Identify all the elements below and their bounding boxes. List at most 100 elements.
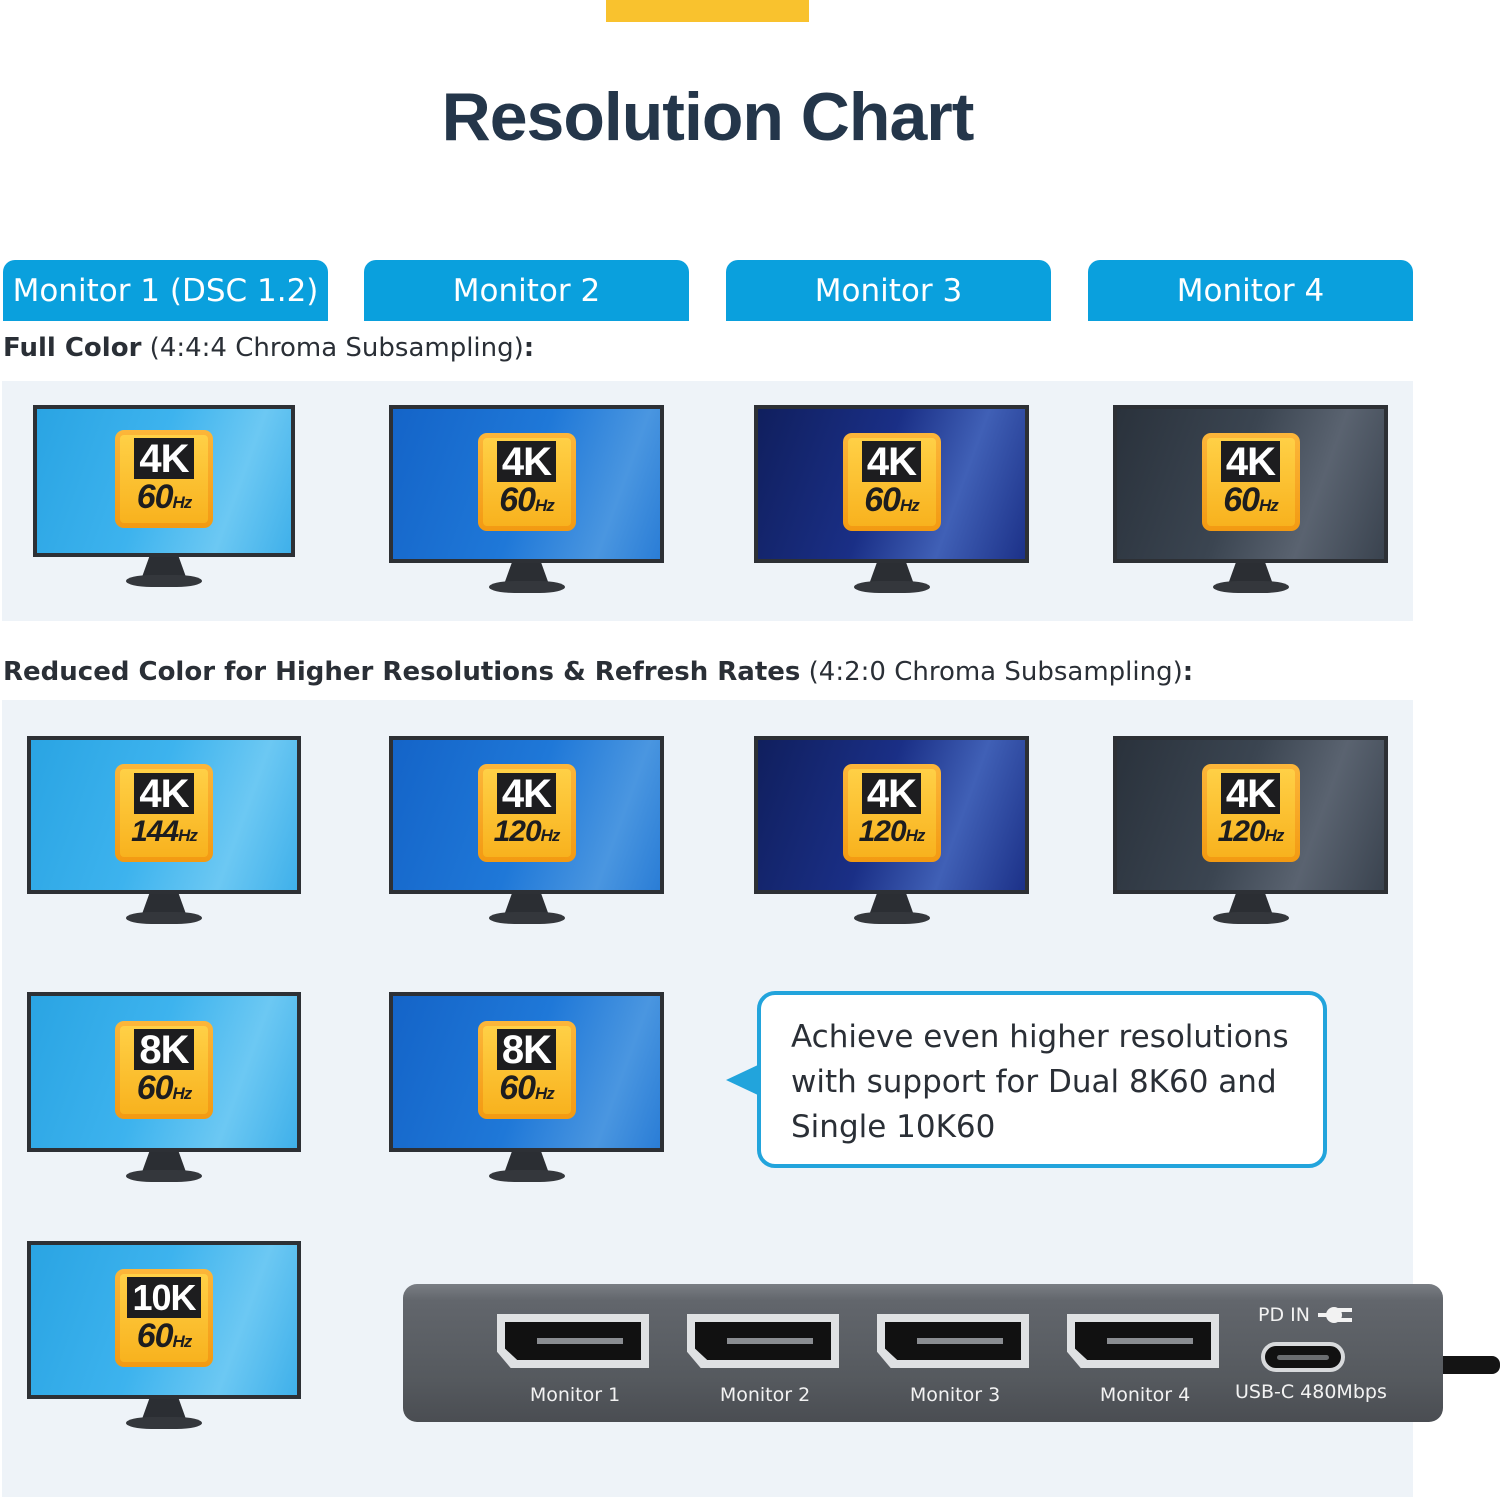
resolution-text: 8K <box>134 1028 194 1070</box>
resolution-text: 4K <box>496 440 557 482</box>
refresh-rate-value: 60 <box>499 480 536 519</box>
reduced-color-label-rest: (4:2:0 Chroma Subsampling) <box>800 657 1183 687</box>
refresh-rate-unit: Hz <box>905 825 926 845</box>
refresh-rate-value: 120 <box>858 814 907 848</box>
full-color-label: Full Color (4:4:4 Chroma Subsampling): <box>3 333 534 363</box>
monitor-stand-base <box>126 1417 202 1429</box>
displayport-port-2 <box>687 1314 839 1368</box>
monitor-stand-base <box>488 1170 565 1182</box>
refresh-rate-text: 60Hz <box>137 1070 193 1112</box>
refresh-rate-text: 60Hz <box>864 480 920 524</box>
tab-monitor-2: Monitor 2 <box>364 260 689 321</box>
resolution-text: 4K <box>134 437 194 479</box>
refresh-rate-unit: Hz <box>1264 825 1285 845</box>
usb-c-port <box>1261 1342 1345 1372</box>
usb-cable <box>1440 1356 1500 1374</box>
power-plug-icon <box>1318 1307 1352 1323</box>
monitor-screen <box>1113 736 1388 894</box>
port-label-monitor-2: Monitor 2 <box>719 1384 811 1406</box>
monitor-stand-neck <box>504 561 549 583</box>
monitor-stand-neck <box>869 561 914 583</box>
displayport-port-3 <box>877 1314 1029 1368</box>
refresh-rate-value: 60 <box>499 1068 536 1107</box>
refresh-rate-value: 144 <box>131 814 179 848</box>
refresh-rate-unit: Hz <box>535 1083 555 1103</box>
resolution-text: 4K <box>861 440 922 482</box>
refresh-rate-text: 60Hz <box>499 480 555 524</box>
refresh-rate-unit: Hz <box>900 495 920 515</box>
refresh-rate-value: 60 <box>864 480 901 519</box>
callout-box: Achieve even higher resolutions with sup… <box>757 991 1327 1168</box>
refresh-rate-unit: Hz <box>172 1331 193 1351</box>
refresh-rate-value: 120 <box>493 814 542 848</box>
monitor-stand-neck <box>1228 892 1273 914</box>
refresh-rate-text: 120Hz <box>493 814 561 854</box>
refresh-rate-text: 144Hz <box>131 814 198 854</box>
refresh-rate-value: 60 <box>136 1316 174 1355</box>
pd-in-label: PD IN <box>1258 1304 1310 1326</box>
refresh-rate-text: 60Hz <box>1223 480 1279 524</box>
accent-bar <box>606 0 809 22</box>
refresh-rate-text: 120Hz <box>1218 814 1285 854</box>
refresh-rate-unit: Hz <box>172 1083 193 1103</box>
reduced-color-label: Reduced Color for Higher Resolutions & R… <box>3 657 1193 687</box>
port-label-monitor-3: Monitor 3 <box>909 1384 1001 1406</box>
refresh-rate-value: 60 <box>1223 480 1260 519</box>
monitor-stand-neck <box>142 1397 186 1419</box>
tab-monitor-3: Monitor 3 <box>726 260 1051 321</box>
monitor-stand-base <box>488 912 565 924</box>
monitor-stand-base <box>126 1170 202 1182</box>
resolution-text: 4K <box>1220 772 1281 814</box>
refresh-rate-value: 60 <box>136 477 174 516</box>
monitor-stand-neck <box>142 892 186 914</box>
monitor-stand-base <box>1212 581 1289 593</box>
monitor-stand-neck <box>504 892 549 914</box>
resolution-text: 4K <box>861 772 922 814</box>
reduced-color-label-bold: Reduced Color for Higher Resolutions & R… <box>3 657 801 687</box>
refresh-rate-unit: Hz <box>172 492 193 512</box>
monitor-stand-neck <box>1228 561 1273 583</box>
displayport-port-1 <box>497 1314 649 1368</box>
callout-line-3: Single 10K60 <box>791 1109 996 1145</box>
monitor-stand-base <box>126 912 202 924</box>
monitor-stand-base <box>853 912 930 924</box>
tab-monitor-4: Monitor 4 <box>1088 260 1413 321</box>
reduced-color-label-colon: : <box>1182 657 1194 687</box>
full-color-label-rest: (4:4:4 Chroma Subsampling) <box>141 333 524 363</box>
refresh-rate-unit: Hz <box>178 825 198 845</box>
full-color-label-bold: Full Color <box>3 333 142 363</box>
port-label-monitor-1: Monitor 1 <box>529 1384 621 1406</box>
monitor-screen <box>33 405 295 557</box>
resolution-text: 4K <box>1220 440 1281 482</box>
refresh-rate-unit: Hz <box>535 495 555 515</box>
monitor-stand-base <box>488 581 565 593</box>
callout-tail <box>726 1064 760 1096</box>
resolution-text: 8K <box>496 1028 557 1070</box>
page-title: Resolution Chart <box>441 79 975 155</box>
